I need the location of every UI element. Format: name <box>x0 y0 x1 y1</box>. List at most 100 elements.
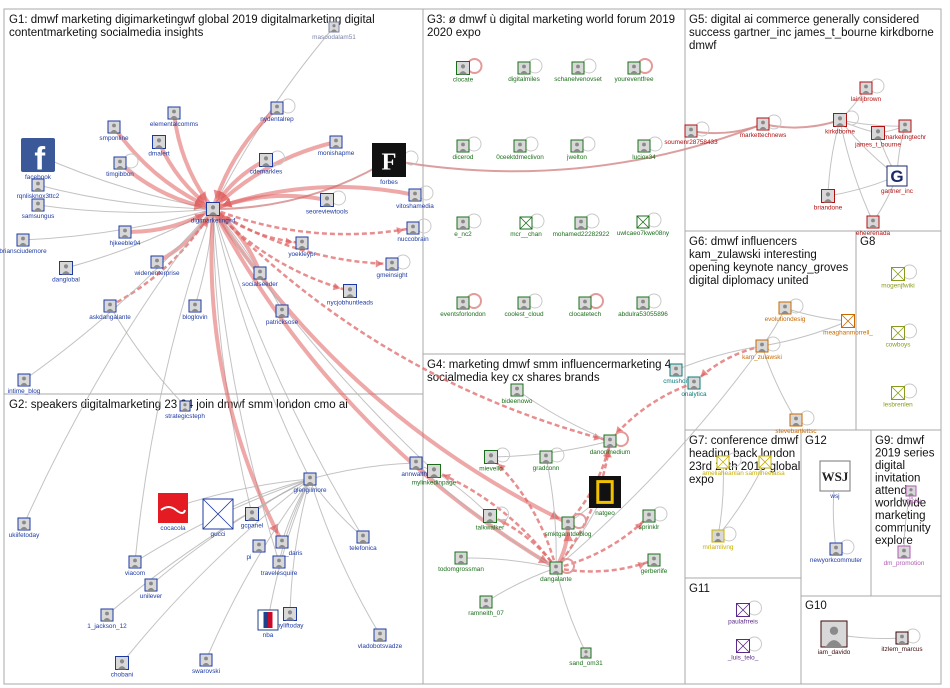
node-danonmedium[interactable]: danonmedium <box>590 434 631 456</box>
node-sand_om31[interactable]: sand_om31 <box>569 647 603 667</box>
node-glengilmore[interactable]: glengilmore <box>293 472 327 494</box>
node-travelesquire[interactable]: travelesquire <box>261 555 298 577</box>
node-evolutiondesig[interactable]: evolutiondesig <box>765 301 806 323</box>
node-viacom[interactable]: viacom <box>125 555 145 577</box>
node-monishapme[interactable]: monishapme <box>318 135 355 157</box>
node-socialseeder[interactable]: socialseeder <box>242 266 279 288</box>
node-dicerod[interactable]: dicerod <box>453 139 474 161</box>
node-james_t_bourne[interactable]: james_t_bourne <box>854 126 901 149</box>
node-strategicsteph[interactable]: strategicsteph <box>165 400 205 420</box>
node-gerberlife[interactable]: gerberlife <box>641 553 668 575</box>
node-onalytica[interactable]: onalytica <box>681 376 707 398</box>
node-todomgrossman[interactable]: todomgrossman <box>438 551 484 573</box>
node-g7_a[interactable]: ameliaheanlan <box>702 455 744 477</box>
node-gcpanel[interactable]: gcpanel <box>241 507 263 530</box>
node-cowboys[interactable]: cowboys <box>886 326 911 349</box>
node-coolest_cloud[interactable]: coolest_cloud <box>504 296 544 318</box>
node-kam_zulawski[interactable]: kam_zulawski <box>742 339 782 361</box>
node-mcr__chan[interactable]: mcr__chan <box>510 216 542 238</box>
node-danglobal[interactable]: danglobal <box>52 261 80 284</box>
node-luciox34[interactable]: luciox34 <box>632 139 656 161</box>
node-patricksose[interactable]: patricksose <box>266 304 299 326</box>
node-vitoshamedia[interactable]: vitoshamedia <box>396 188 434 210</box>
node-talkwalker[interactable]: talkwalker <box>476 509 505 532</box>
node-masoodalam51[interactable]: masoodalam51 <box>312 21 356 41</box>
node-itzlem_marcus[interactable]: itzlem_marcus <box>881 631 923 653</box>
node-nyliftoday[interactable]: nyliftoday <box>277 607 305 630</box>
node-mrlamlivng[interactable]: mrlamlivng <box>703 529 734 551</box>
node-nycjobhuntleads[interactable]: nycjobhuntleads <box>327 284 373 307</box>
node-clocatetech[interactable]: clocatetech <box>569 296 602 318</box>
node-widenenterprise[interactable]: widenenterprise <box>133 255 180 277</box>
node-briandone[interactable]: briandone <box>814 189 843 212</box>
node-yoekleypr[interactable]: yoekleypr <box>288 236 317 258</box>
node-vladobotsvadze[interactable]: vladobotsvadze <box>358 628 403 650</box>
node-paulafrreis[interactable]: paulafrreis <box>728 603 758 626</box>
node-g7_b[interactable]: samnheelaisa <box>745 455 785 477</box>
node-ramneith_07[interactable]: ramneith_07 <box>468 595 504 617</box>
node-abdulra53055896[interactable]: abdulra53055896 <box>618 296 668 318</box>
node-newyorkcommuter[interactable]: newyorkcommuter <box>810 542 863 564</box>
node-gucci[interactable]: gucci <box>202 498 234 538</box>
node-samsungus[interactable]: samsungus <box>22 198 55 220</box>
node-hjkeeble94[interactable]: hjkeeble94 <box>110 225 141 247</box>
node-swarovski[interactable]: swarovski <box>192 653 220 675</box>
node-soumenr28758433[interactable]: soumenr28758433 <box>664 124 718 146</box>
node-clocate[interactable]: clocate <box>453 61 474 84</box>
node-uwlcaeo7kwe08ny[interactable]: uwlcaeo7kwe08ny <box>617 215 670 237</box>
node-smktgamtdeblog[interactable]: smktgamtdeblog <box>545 516 592 538</box>
node-mylinkedinpage[interactable]: mylinkedinpage <box>412 464 457 487</box>
node-gradconn[interactable]: gradconn <box>533 450 560 472</box>
node-digitalmiles[interactable]: digitalmiles <box>508 61 540 83</box>
node-seoreviewtools[interactable]: seoreviewtools <box>306 193 348 216</box>
node-e_nc2[interactable]: e_nc2 <box>454 216 472 238</box>
node-jwelton[interactable]: jwelton <box>566 139 587 161</box>
node-1_jackson_12[interactable]: 1_jackson_12 <box>87 608 127 630</box>
node-cdemarkles[interactable]: cdemarkles <box>250 153 283 176</box>
node-g9_a[interactable]: mhjolly <box>901 485 922 505</box>
node-lainljbrown[interactable]: lainljbrown <box>851 81 882 103</box>
node-chobani[interactable]: chobani <box>111 656 133 679</box>
node-mogenjfwiki[interactable]: mogenjfwiki <box>881 267 915 290</box>
node-meaghanmorrell_[interactable]: meaghanmorrell_ <box>823 314 873 337</box>
node-youreventfree[interactable]: youreventfree <box>614 61 654 83</box>
node-cocacola[interactable]: cocacola <box>158 493 188 532</box>
node-dmalert[interactable]: dmalert <box>148 135 170 158</box>
node-mohamed22282922[interactable]: mohamed22282922 <box>553 216 610 238</box>
node-stevebartlettsc[interactable]: stevebartlettsc <box>775 413 817 435</box>
node-ukiifetoday[interactable]: ukiifetoday <box>9 517 40 539</box>
node-intime_blog[interactable]: intime_blog <box>8 373 41 395</box>
node-telefonica[interactable]: telefonica <box>349 530 377 552</box>
node-0ceektdmeclivon[interactable]: 0ceektdmeclivon <box>496 139 544 161</box>
node-rqnlisknox3ttc2[interactable]: rqnlisknox3ttc2 <box>17 178 60 200</box>
node-markettechnews[interactable]: markettechnews <box>740 117 787 139</box>
node-lesbrenlen[interactable]: lesbrenlen <box>883 386 913 409</box>
node-pi_[interactable]: pi <box>247 539 266 561</box>
node-eheerenada[interactable]: eheerenada <box>856 215 891 237</box>
node-elementalcomms[interactable]: elementalcomms <box>150 106 198 128</box>
node-_luis_telo_[interactable]: _luis_telo_ <box>727 639 759 662</box>
node-dm_promotion[interactable]: dm_promotion <box>884 545 925 567</box>
node-eventsforlondon[interactable]: eventsforlondon <box>440 296 486 318</box>
node-schanelvenovset[interactable]: schanelvenovset <box>554 61 602 83</box>
node-smponline[interactable]: smponline <box>99 120 129 142</box>
node-nydentalrep[interactable]: nydentalrep <box>260 101 294 123</box>
node-dangalante[interactable]: dangalante <box>540 561 572 583</box>
node-unilever[interactable]: unilever <box>140 578 163 600</box>
node-kirkdborne[interactable]: kirkdborne <box>825 113 855 136</box>
node-cmushoit[interactable]: cmushoit <box>663 363 689 385</box>
node-bideenowo[interactable]: bideenowo <box>502 383 533 405</box>
node-mievello[interactable]: mievello <box>479 450 503 473</box>
node-briansciudemore[interactable]: briansciudemore <box>0 233 47 255</box>
node-digimarketingwf[interactable]: digimarketingwf <box>191 202 236 225</box>
node-gmeinsight[interactable]: gmeinsight <box>377 257 408 279</box>
node-askdangalante[interactable]: askdangalante <box>89 299 131 321</box>
node-nuccobrain[interactable]: nuccobrain <box>397 221 429 243</box>
node-timgibbon[interactable]: timgibbon <box>106 156 134 178</box>
node-sprinklr[interactable]: sprinklr <box>639 509 660 531</box>
node-bloglovin[interactable]: bloglovin <box>182 299 208 321</box>
